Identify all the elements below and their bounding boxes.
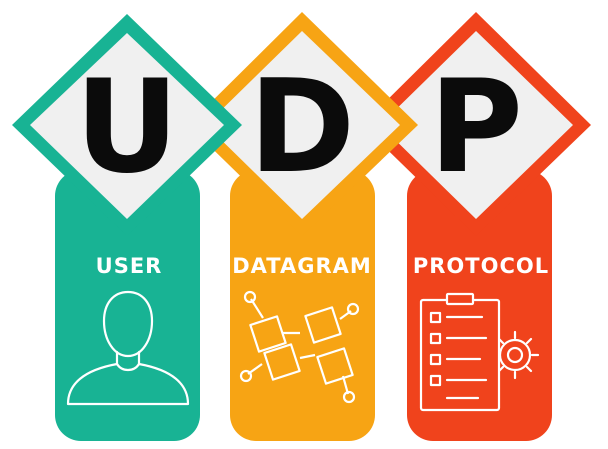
card-datagram-label: DATAGRAM xyxy=(232,254,372,278)
card-user-label: USER xyxy=(96,254,163,278)
card-datagram: D DATAGRAM xyxy=(188,12,418,441)
card-protocol-letter: P xyxy=(429,53,523,202)
card-user-pillar xyxy=(55,170,200,441)
protocol-checklist-gear-icon xyxy=(419,292,540,412)
card-protocol-diamond xyxy=(380,31,573,219)
card-datagram-pillar xyxy=(230,170,375,441)
card-user-diamond xyxy=(30,33,224,219)
card-user: U USER xyxy=(12,14,242,441)
datagram-icon xyxy=(239,290,360,404)
user-icon xyxy=(66,290,190,406)
card-protocol-label: PROTOCOL xyxy=(413,254,549,278)
card-protocol: P PROTOCOL xyxy=(362,12,591,441)
card-datagram-letter: D xyxy=(249,53,355,202)
card-datagram-diamond xyxy=(206,31,400,219)
card-user-letter: U xyxy=(75,53,179,202)
